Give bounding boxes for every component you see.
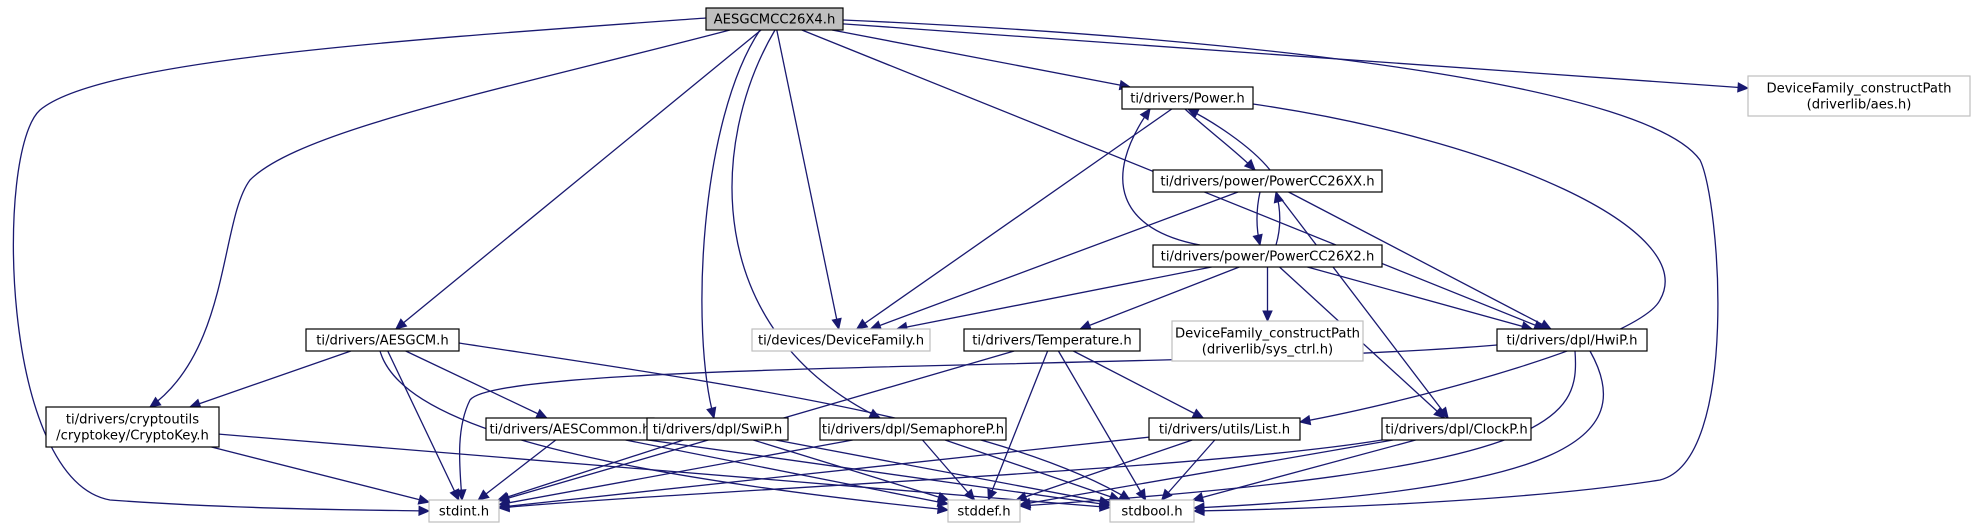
- node-label: ti/drivers/power/PowerCC26X2.h: [1161, 250, 1375, 265]
- node-label: AESGCMCC26X4.h: [714, 13, 836, 28]
- edge-cryptokey-to-stdint: [211, 446, 431, 505]
- edge-powercc26xx-to-power: [1186, 108, 1271, 171]
- edge-aesgcm-to-cryptokey: [188, 350, 352, 409]
- node-clockp[interactable]: ti/drivers/dpl/ClockP.h: [1381, 417, 1532, 441]
- edge-power-to-list: [1252, 103, 1666, 426]
- node-root: AESGCMCC26X4.h: [705, 7, 844, 31]
- node-aesgcm[interactable]: ti/drivers/AESGCM.h: [305, 328, 460, 352]
- edge-powercc26x2-to-temperature: [1079, 266, 1240, 331]
- edge-aescommon-to-stdint: [477, 439, 557, 501]
- edge-list-to-stddef: [1015, 439, 1193, 502]
- node-semaphorep[interactable]: ti/drivers/dpl/SemaphoreP.h: [819, 417, 1007, 441]
- node-label: stdint.h: [439, 505, 489, 520]
- edge-semaphorep-to-stddef: [922, 439, 976, 501]
- node-powercc26x2[interactable]: ti/drivers/power/PowerCC26X2.h: [1152, 244, 1383, 268]
- node-label: ti/drivers/dpl/HwiP.h: [1506, 334, 1637, 349]
- node-label: ti/drivers/Temperature.h: [972, 334, 1131, 349]
- edge-list-to-stdbool: [1160, 439, 1216, 501]
- edge-powercc26xx-to-devicefamily: [869, 191, 1239, 331]
- node-label: /cryptokey/CryptoKey.h: [56, 429, 209, 444]
- edge-hwip-to-stdbool: [1192, 350, 1605, 513]
- node-devfam-aes: DeviceFamily_constructPath(driverlib/aes…: [1747, 75, 1971, 117]
- node-stdbool: stdbool.h: [1109, 499, 1195, 523]
- node-power[interactable]: ti/drivers/Power.h: [1121, 86, 1254, 110]
- node-cryptokey[interactable]: ti/drivers/cryptoutils/cryptokey/CryptoK…: [45, 406, 220, 448]
- node-label: ti/drivers/cryptoutils: [66, 413, 199, 428]
- edge-root-to-stdint: [12, 17, 707, 517]
- edge-root-to-aesgcm: [394, 29, 762, 330]
- node-label: DeviceFamily_constructPath: [1175, 327, 1360, 342]
- edge-powercc26x2-to-power: [1122, 108, 1201, 246]
- node-label: ti/drivers/utils/List.h: [1159, 423, 1290, 438]
- node-label: ti/drivers/dpl/ClockP.h: [1385, 423, 1528, 438]
- node-stdint: stdint.h: [428, 499, 500, 523]
- node-label: ti/drivers/dpl/SemaphoreP.h: [822, 423, 1004, 438]
- edge-powercc26xx-to-powercc26x2: [1252, 191, 1263, 247]
- edge-powercc26xx-to-clockp: [1275, 191, 1449, 419]
- edge-power-to-powercc26xx: [1184, 108, 1256, 171]
- node-hwip[interactable]: ti/drivers/dpl/HwiP.h: [1496, 328, 1648, 352]
- edge-clockp-to-stddef: [1018, 439, 1394, 509]
- edge-clockp-to-stdint: [497, 439, 1383, 513]
- edge-powercc26x2-to-powercc26xx: [1273, 190, 1284, 246]
- node-label: DeviceFamily_constructPath: [1766, 82, 1951, 97]
- node-label: ti/drivers/AESCommon.h: [489, 423, 650, 438]
- edge-root-to-cryptokey: [149, 29, 731, 408]
- node-aescommon[interactable]: ti/drivers/AESCommon.h: [485, 417, 655, 441]
- edge-root-to-devicefamily: [776, 29, 842, 331]
- node-devfam-sysctrl: DeviceFamily_constructPath(driverlib/sys…: [1171, 320, 1364, 362]
- node-label: ti/devices/DeviceFamily.h: [758, 334, 924, 349]
- edges-layer: [12, 17, 1750, 517]
- edge-aescommon-to-stdbool: [647, 439, 1112, 509]
- nodes-layer: AESGCMCC26X4.hti/drivers/Power.hDeviceFa…: [45, 7, 1971, 523]
- node-stddef: stddef.h: [947, 499, 1021, 523]
- edge-power-to-devicefamily: [855, 108, 1173, 330]
- edge-powercc26x2-to-devfam_sysctrl: [1262, 266, 1273, 323]
- edge-semaphorep-to-stdbool: [944, 439, 1122, 502]
- node-label: stdbool.h: [1121, 505, 1182, 520]
- node-label: ti/drivers/AESGCM.h: [316, 334, 448, 349]
- edge-root-to-devfam_aes: [842, 23, 1750, 93]
- node-label: ti/drivers/dpl/SwiP.h: [653, 423, 783, 438]
- node-label: ti/drivers/Power.h: [1130, 92, 1245, 107]
- edge-clockp-to-stdbool: [1191, 439, 1416, 503]
- node-label: (driverlib/sys_ctrl.h): [1202, 343, 1333, 358]
- node-label: (driverlib/aes.h): [1807, 98, 1912, 113]
- edge-aesgcm-to-stdint: [387, 350, 460, 502]
- node-label: ti/drivers/power/PowerCC26XX.h: [1160, 175, 1374, 190]
- node-devicefamily: ti/devices/DeviceFamily.h: [751, 328, 931, 352]
- edge-powercc26x2-to-devicefamily: [895, 266, 1212, 333]
- node-powercc26xx[interactable]: ti/drivers/power/PowerCC26XX.h: [1152, 169, 1383, 193]
- node-temperature[interactable]: ti/drivers/Temperature.h: [963, 328, 1141, 352]
- edge-aesgcm-to-aescommon: [405, 350, 548, 419]
- edge-root-to-swip: [701, 29, 761, 420]
- edge-root-to-semaphorep: [731, 29, 882, 419]
- node-list[interactable]: ti/drivers/utils/List.h: [1148, 417, 1301, 441]
- edge-swip-to-stdbool: [775, 439, 1112, 507]
- edge-aesgcm-to-stddef: [379, 350, 950, 515]
- node-swip[interactable]: ti/drivers/dpl/SwiP.h: [646, 417, 789, 441]
- node-label: stddef.h: [957, 505, 1010, 520]
- edge-swip-to-stddef: [753, 439, 950, 502]
- edge-temperature-to-stdbool: [1057, 350, 1147, 502]
